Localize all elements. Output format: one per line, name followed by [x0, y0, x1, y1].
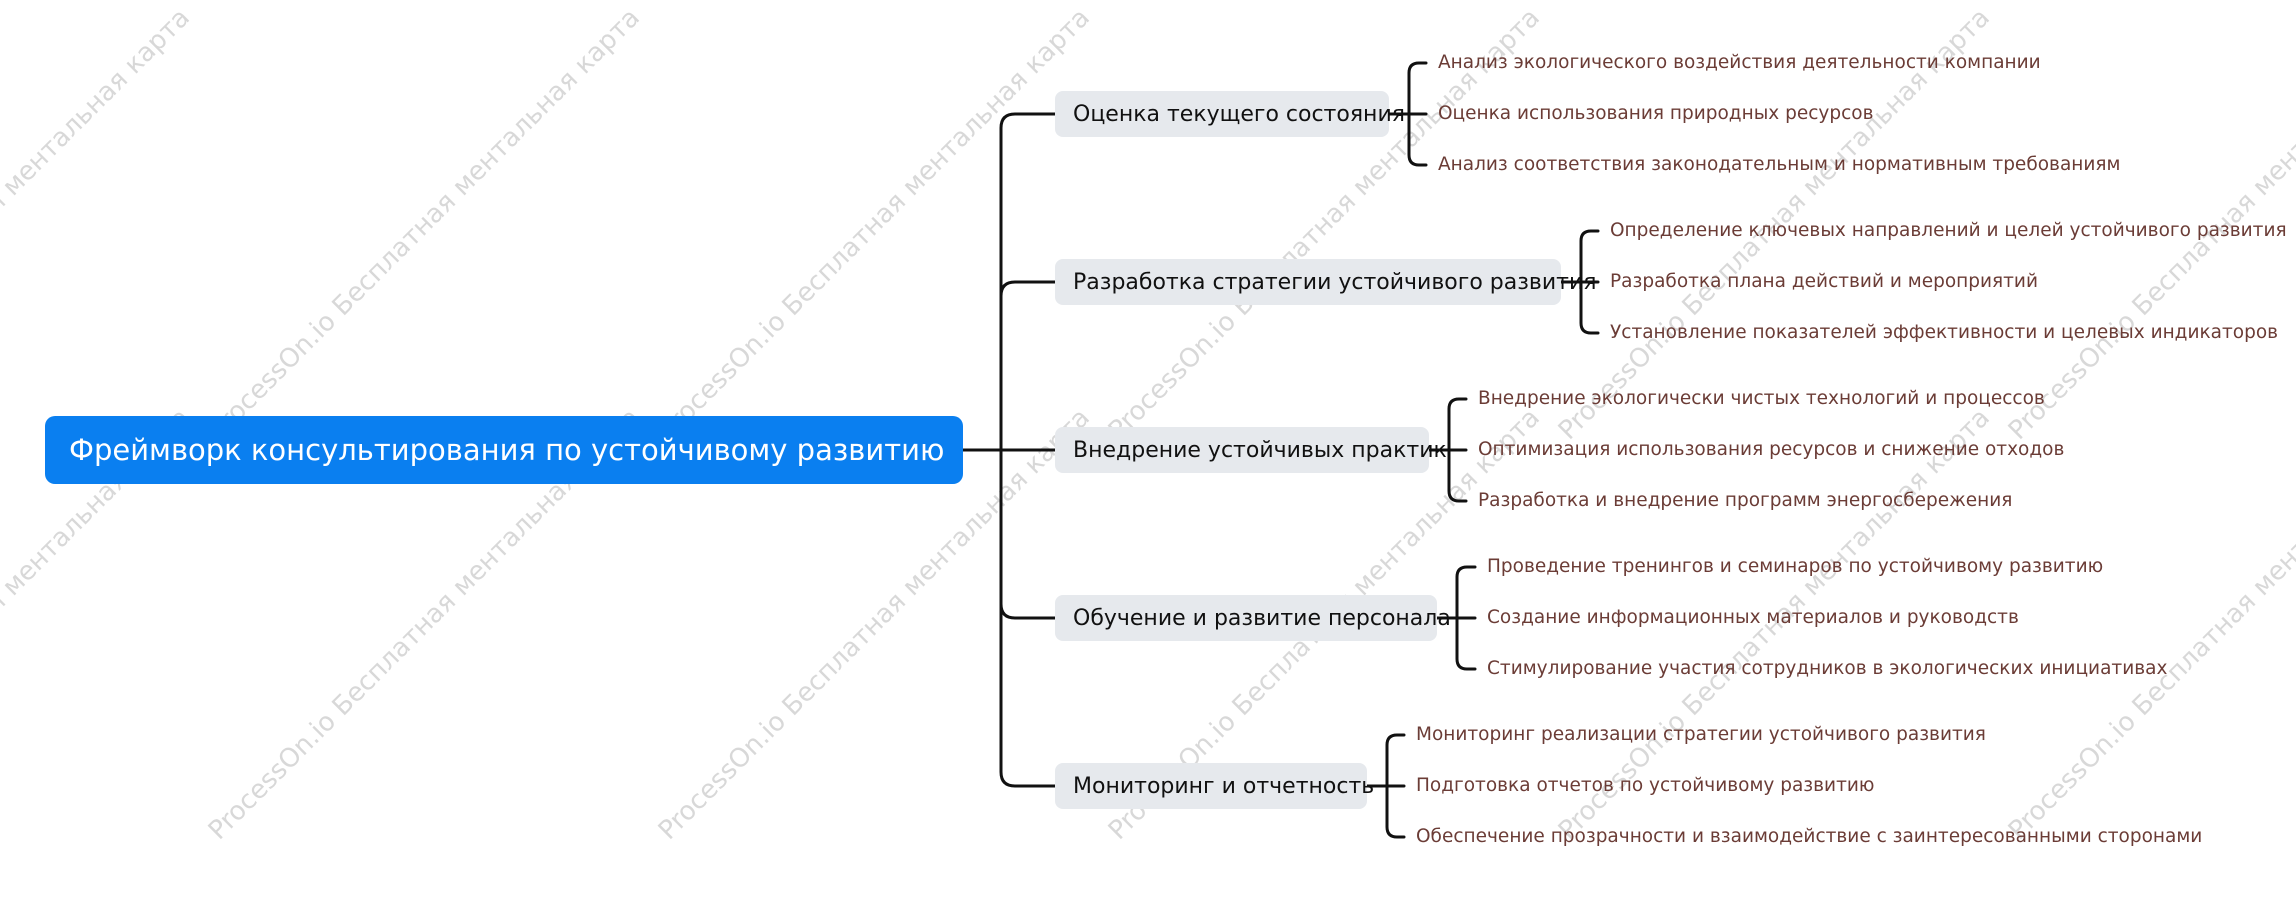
connector-line: [1455, 616, 1477, 671]
root-node[interactable]: Фреймворк консультирования по устойчивом…: [45, 416, 963, 484]
leaf-node[interactable]: Обеспечение прозрачности и взаимодействи…: [1416, 826, 2203, 847]
connector-line: [1407, 61, 1428, 116]
leaf-node[interactable]: Стимулирование участия сотрудников в эко…: [1487, 658, 2168, 679]
connector-line: [1407, 112, 1428, 167]
connector-line: [999, 112, 1057, 452]
leaf-node[interactable]: Определение ключевых направлений и целей…: [1610, 220, 2287, 241]
connector-line: [1579, 280, 1600, 335]
connector-line: [1447, 448, 1468, 503]
connector-line: [1447, 397, 1468, 452]
leaf-node[interactable]: Проведение тренингов и семинаров по усто…: [1487, 556, 2104, 577]
leaf-node[interactable]: Подготовка отчетов по устойчивому развит…: [1416, 775, 1875, 796]
leaf-node[interactable]: Разработка плана действий и мероприятий: [1610, 271, 2038, 292]
branch-node-practices[interactable]: Внедрение устойчивых практик: [1055, 427, 1447, 473]
leaf-node[interactable]: Создание информационных материалов и рук…: [1487, 607, 2019, 628]
connector-line: [999, 448, 1057, 788]
connector-line: [999, 280, 1057, 452]
leaf-node[interactable]: Анализ соответствия законодательным и но…: [1438, 154, 2121, 175]
branch-node-strategy[interactable]: Разработка стратегии устойчивого развити…: [1055, 259, 1597, 305]
leaf-node[interactable]: Мониторинг реализации стратегии устойчив…: [1416, 724, 1986, 745]
connector-line: [1385, 733, 1406, 788]
leaf-node[interactable]: Разработка и внедрение программ энергосб…: [1478, 490, 2013, 511]
branch-node-monitoring[interactable]: Мониторинг и отчетность: [1055, 763, 1374, 809]
branch-node-training[interactable]: Обучение и развитие персонала: [1055, 595, 1451, 641]
connector-line: [1385, 784, 1406, 839]
leaf-node[interactable]: Оценка использования природных ресурсов: [1438, 103, 1874, 124]
leaf-node[interactable]: Оптимизация использования ресурсов и сни…: [1478, 439, 2065, 460]
connector-line: [999, 448, 1057, 620]
connector-line: [1455, 565, 1477, 620]
leaf-node[interactable]: Анализ экологического воздействия деятел…: [1438, 52, 2041, 73]
leaf-node[interactable]: Установление показателей эффективности и…: [1610, 322, 2279, 343]
branch-node-assessment[interactable]: Оценка текущего состояния: [1055, 91, 1405, 137]
leaf-node[interactable]: Внедрение экологически чистых технологий…: [1478, 388, 2045, 409]
connector-line: [1579, 229, 1600, 284]
